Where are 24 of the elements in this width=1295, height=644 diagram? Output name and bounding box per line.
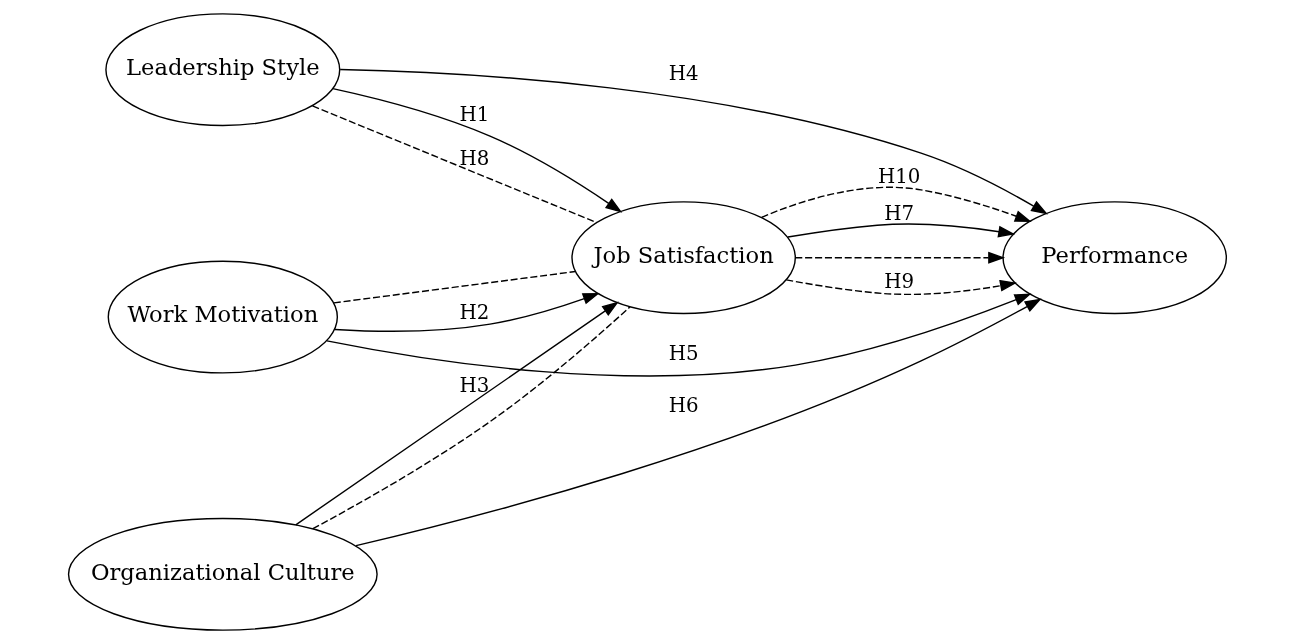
- edge-label: H9: [884, 269, 915, 293]
- node-ellipse: Leadership Style: [105, 13, 341, 127]
- connector: [333, 270, 577, 304]
- edge-label: H5: [668, 341, 699, 365]
- edge-label: H4: [668, 61, 699, 85]
- edge-label: H8: [459, 146, 490, 170]
- edge-label: H6: [668, 394, 699, 418]
- arrow: [787, 223, 1016, 238]
- arrow: [332, 87, 623, 213]
- edge-label: H7: [884, 201, 915, 225]
- edge-label: H1: [459, 102, 490, 126]
- arrow: [339, 68, 1048, 215]
- arrow: [326, 293, 1032, 377]
- arrow: [794, 251, 1006, 264]
- arrow: [785, 279, 1017, 296]
- connector: [311, 105, 598, 224]
- arrow: [334, 293, 600, 332]
- node-ellipse: Organizational Culture: [67, 517, 378, 631]
- arrow: [355, 298, 1042, 547]
- node-ellipse: Work Motivation: [107, 260, 339, 374]
- edge-label: H10: [877, 165, 921, 189]
- edge-label: H2: [459, 300, 490, 324]
- arrow: [760, 186, 1032, 223]
- edge-label: H3: [459, 374, 490, 398]
